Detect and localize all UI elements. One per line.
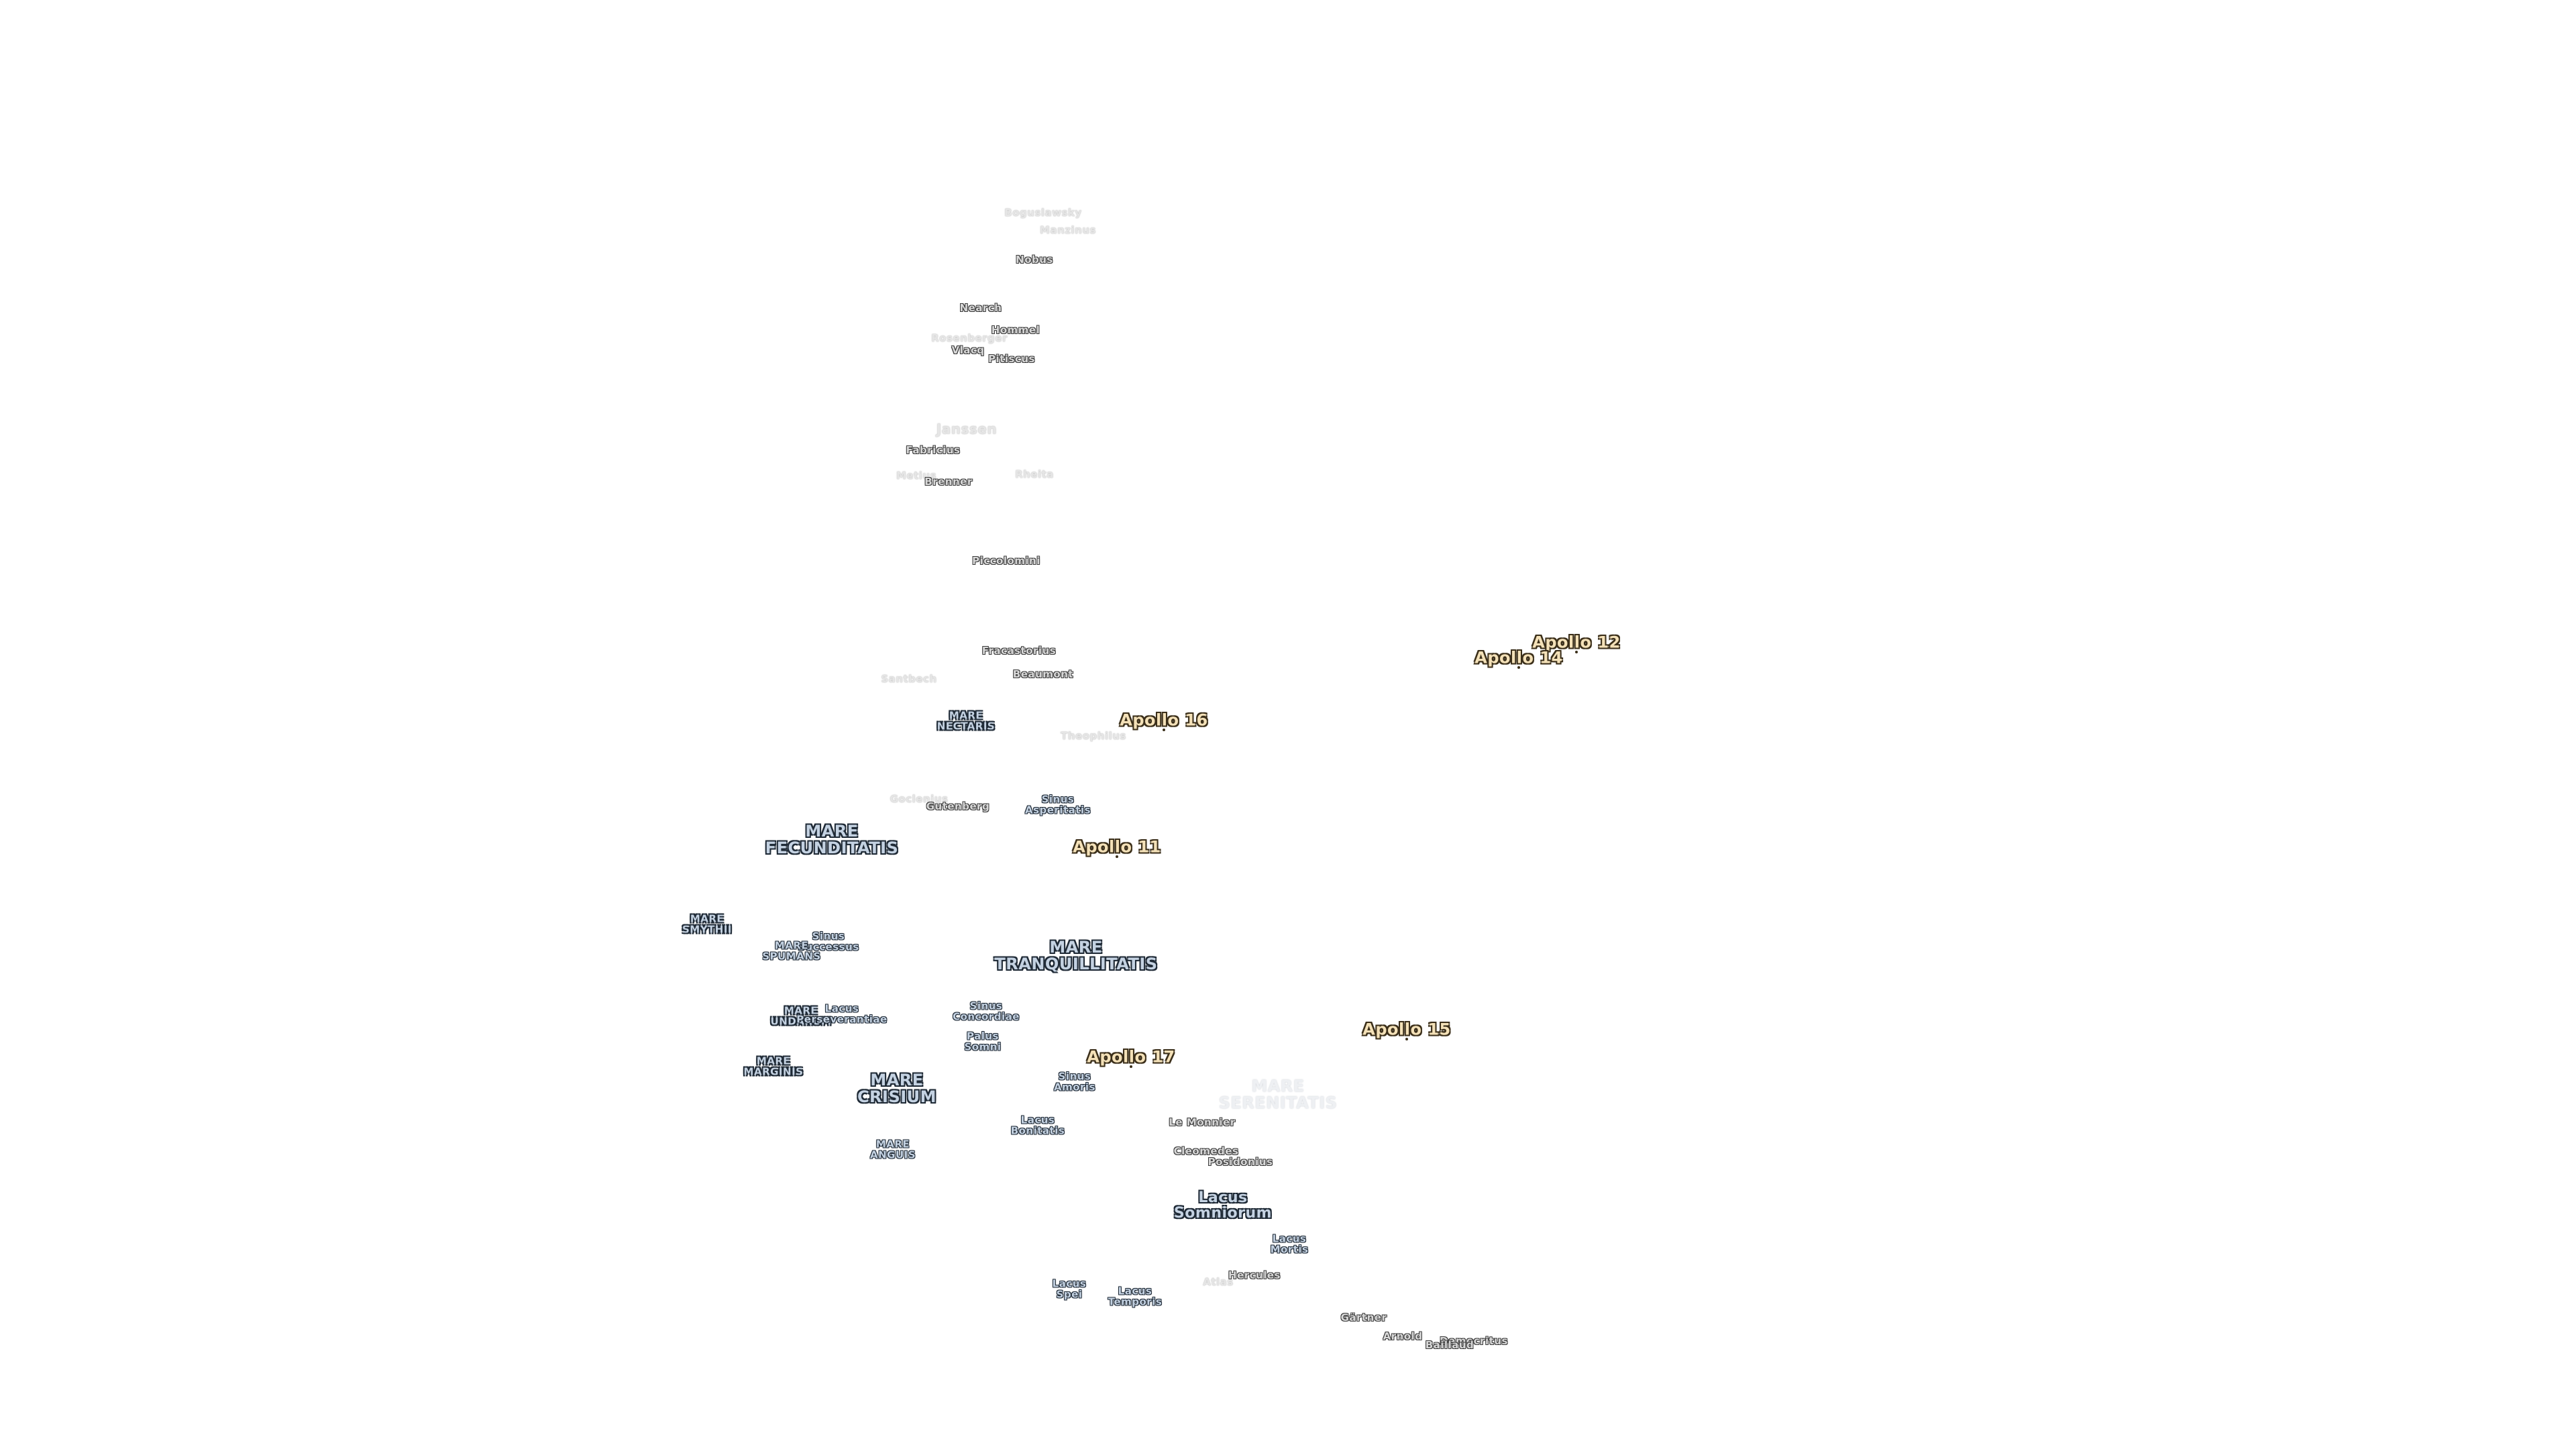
goclenius-label: Goclenius xyxy=(890,793,949,806)
gutenberg-label: Gutenberg xyxy=(926,800,990,813)
apollo-12-marker-icon[interactable] xyxy=(1575,651,1578,653)
apollo-17-marker-icon[interactable] xyxy=(1130,1065,1132,1068)
metius-label: Metius xyxy=(896,470,937,482)
sinus-asperitatis-label: Sinus Asperitatis xyxy=(1024,793,1091,816)
baillaud-label: Baillaud xyxy=(1425,1339,1474,1352)
lacus-spei-label: Lacus Spei xyxy=(1052,1277,1087,1300)
lacus-perseverantiae-label: Lacus Perseverantiae xyxy=(796,1002,888,1025)
nobus-label: Nobus xyxy=(1016,254,1053,266)
mare-fecunditatis-label: MARE FECUNDITATIS xyxy=(765,821,899,857)
manzinus-label: Manzinus xyxy=(1040,224,1096,237)
boguslawsky-label: Boguslawsky xyxy=(1004,207,1082,219)
janssen-label: Janssen xyxy=(936,421,998,437)
mare-anguis-label: MARE ANGUIS xyxy=(869,1138,916,1161)
le-monnier-label: Le Monnier xyxy=(1169,1116,1236,1129)
apollo-11-label[interactable]: Apollo 11 xyxy=(1073,837,1161,857)
palus-somni-label: Palus Somni xyxy=(964,1030,1002,1053)
nearch-label: Nearch xyxy=(959,302,1002,315)
sinus-amoris-label: Sinus Amoris xyxy=(1053,1070,1096,1093)
apollo-16-label[interactable]: Apollo 16 xyxy=(1120,710,1208,730)
apollo-12-label[interactable]: Apollo 12 xyxy=(1532,633,1621,652)
cleomedes-label: Cleomedes xyxy=(1173,1145,1239,1158)
lacus-bonitatis-label: Lacus Bonitatis xyxy=(1010,1114,1065,1136)
pitiscus-label: Pitiscus xyxy=(988,353,1035,366)
mare-serenitatis-label: MARE SERENITATIS xyxy=(1218,1076,1338,1112)
brenner-label: Brenner xyxy=(924,476,973,488)
mare-tranquillitatis-label: MARE TRANQUILLITATIS xyxy=(994,937,1158,973)
rheita-label: Rheita xyxy=(1015,468,1054,481)
piccolomini-label: Piccolomini xyxy=(972,555,1040,568)
santbech-label: Santbech xyxy=(881,673,937,686)
beaumont-label: Beaumont xyxy=(1012,668,1074,681)
fracastorius-label: Fracastorius xyxy=(981,645,1057,657)
lacus-mortis-label: Lacus Mortis xyxy=(1270,1232,1309,1255)
apollo-16-marker-icon[interactable] xyxy=(1163,729,1165,731)
mare-undarum-label: MARE UNDARUM xyxy=(770,1004,832,1027)
theophilus-label: Theophilus xyxy=(1061,730,1126,743)
arnold-label: Arnold xyxy=(1383,1330,1423,1343)
vlacq-label: Vlacq xyxy=(951,344,985,357)
atlas-label: Atlas xyxy=(1203,1276,1234,1289)
sinus-concordiae-label: Sinus Concordiae xyxy=(953,1000,1020,1022)
mare-spumans-label: MARE SPUMANS xyxy=(762,939,821,962)
apollo-14-marker-icon[interactable] xyxy=(1517,666,1520,669)
sinus-successus-label: Sinus Successus xyxy=(798,930,859,953)
apollo-14-label[interactable]: Apollo 14 xyxy=(1474,648,1563,667)
mare-crisium-label: MARE CRISIUM xyxy=(857,1070,937,1106)
mare-marginis-label: MARE MARGINIS xyxy=(743,1055,804,1077)
fabricius-label: Fabricius xyxy=(906,444,961,457)
lacus-temporis-label: Lacus Temporis xyxy=(1108,1285,1163,1307)
rosenberger-label: Rosenberger xyxy=(931,332,1008,345)
democritus-label: Democritus xyxy=(1440,1335,1508,1348)
posidonius-label: Posidonius xyxy=(1208,1156,1273,1169)
apollo-17-label[interactable]: Apollo 17 xyxy=(1087,1047,1175,1067)
hommel-label: Hommel xyxy=(991,324,1040,337)
hercules-label: Hercules xyxy=(1228,1269,1281,1282)
gartner-label: Gärtner xyxy=(1340,1311,1387,1324)
apollo-11-marker-icon[interactable] xyxy=(1116,855,1118,858)
lacus-somniorum-label: Lacus Somniorum xyxy=(1173,1189,1273,1222)
mare-smythii-label: MARE SMYTHII xyxy=(682,912,733,935)
mare-nectaris-label: MARE NECTARIS xyxy=(936,709,996,732)
apollo-15-label[interactable]: Apollo 15 xyxy=(1362,1020,1451,1039)
apollo-15-marker-icon[interactable] xyxy=(1405,1038,1408,1040)
